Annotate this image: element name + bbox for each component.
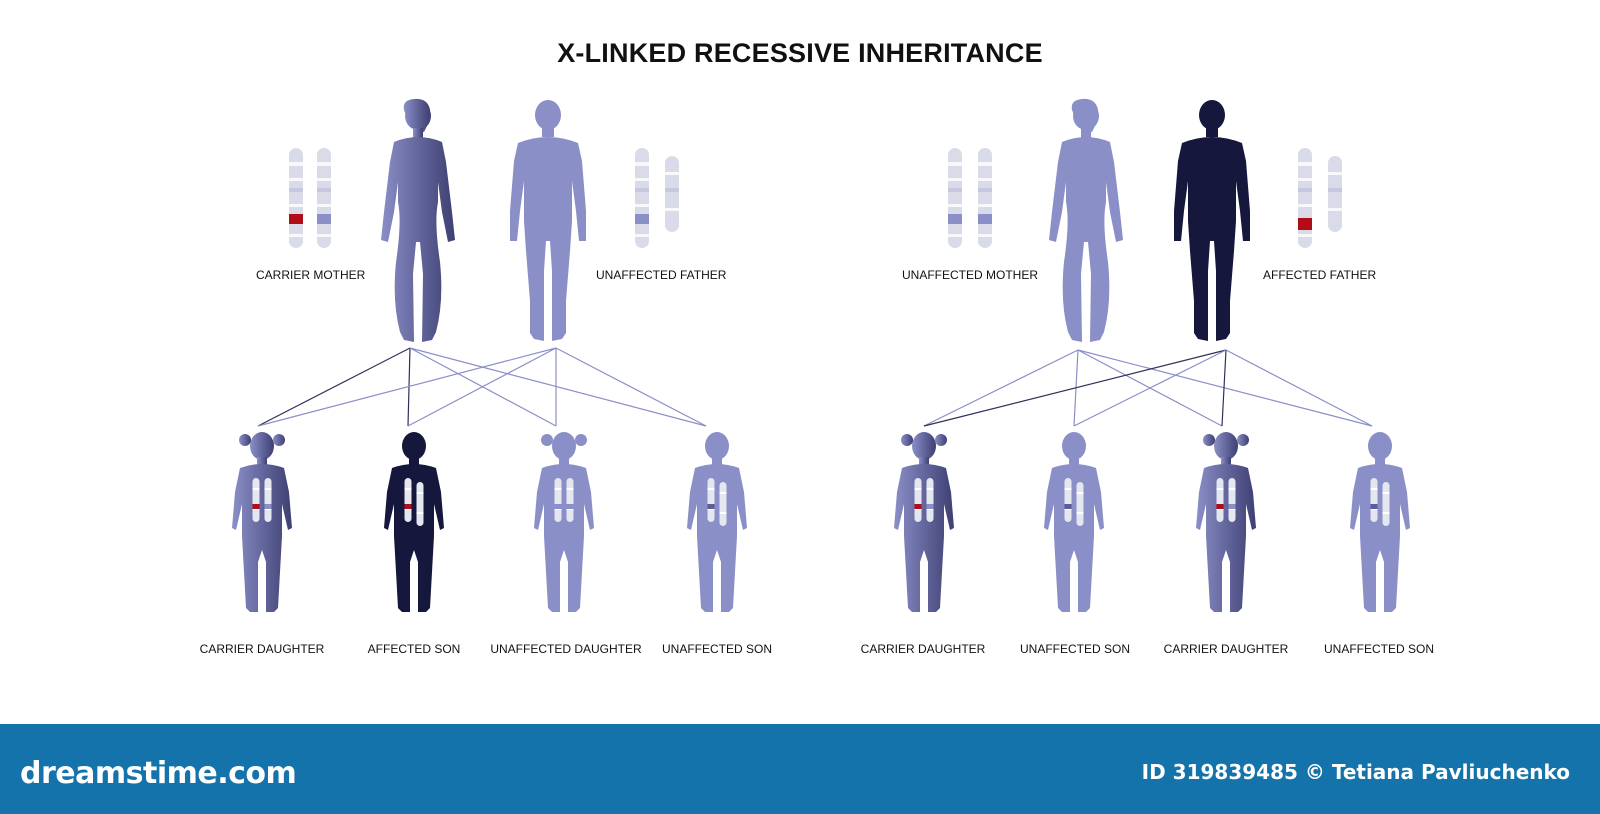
left-child-unaffected-son	[687, 432, 747, 612]
carrier-mother-figure	[381, 98, 455, 342]
brand-logo: dreamstime.com	[20, 756, 297, 791]
page-title: X-LINKED RECESSIVE INHERITANCE	[557, 38, 1043, 68]
right-child-label-1: CARRIER DAUGHTER	[860, 642, 986, 656]
carrier-mother-label: CARRIER MOTHER	[256, 268, 366, 282]
right-child-label-2: UNAFFECTED SON	[1019, 642, 1131, 656]
right-child-carrier-daughter-1	[894, 432, 954, 612]
right-child-unaffected-son-2	[1350, 432, 1410, 612]
unaffected-father-figure	[510, 100, 586, 341]
left-family-tree-lines	[257, 347, 707, 427]
left-child-unaffected-daughter	[534, 432, 594, 612]
left-child-label-2: AFFECTED SON	[367, 642, 461, 656]
unaffected-father-label: UNAFFECTED FATHER	[596, 268, 727, 282]
left-child-carrier-daughter	[232, 432, 292, 612]
right-child-unaffected-son-1	[1044, 432, 1104, 612]
inheritance-diagram	[232, 98, 1410, 612]
unaffected-mother-label: UNAFFECTED MOTHER	[902, 268, 1038, 282]
unaffected-father-chromosomes	[635, 148, 679, 248]
carrier-mother-chromosomes	[289, 148, 331, 248]
right-child-label-3: CARRIER DAUGHTER	[1163, 642, 1289, 656]
unaffected-mother-figure	[1049, 98, 1123, 342]
right-child-label-4: UNAFFECTED SON	[1323, 642, 1435, 656]
right-family-tree-lines	[923, 349, 1373, 427]
footer-bar	[0, 724, 1600, 814]
left-child-affected-son	[384, 432, 444, 612]
left-child-label-1: CARRIER DAUGHTER	[199, 642, 325, 656]
affected-father-figure	[1174, 100, 1250, 341]
affected-father-label: AFFECTED FATHER	[1263, 268, 1377, 282]
right-child-carrier-daughter-2	[1196, 432, 1256, 612]
left-child-label-4: UNAFFECTED SON	[661, 642, 773, 656]
left-child-label-3: UNAFFECTED DAUGHTER	[490, 642, 642, 656]
unaffected-mother-chromosomes	[948, 148, 992, 248]
image-credit: ID 319839485 © Tetiana Pavliuchenko	[1141, 760, 1570, 784]
affected-father-chromosomes	[1298, 148, 1342, 248]
